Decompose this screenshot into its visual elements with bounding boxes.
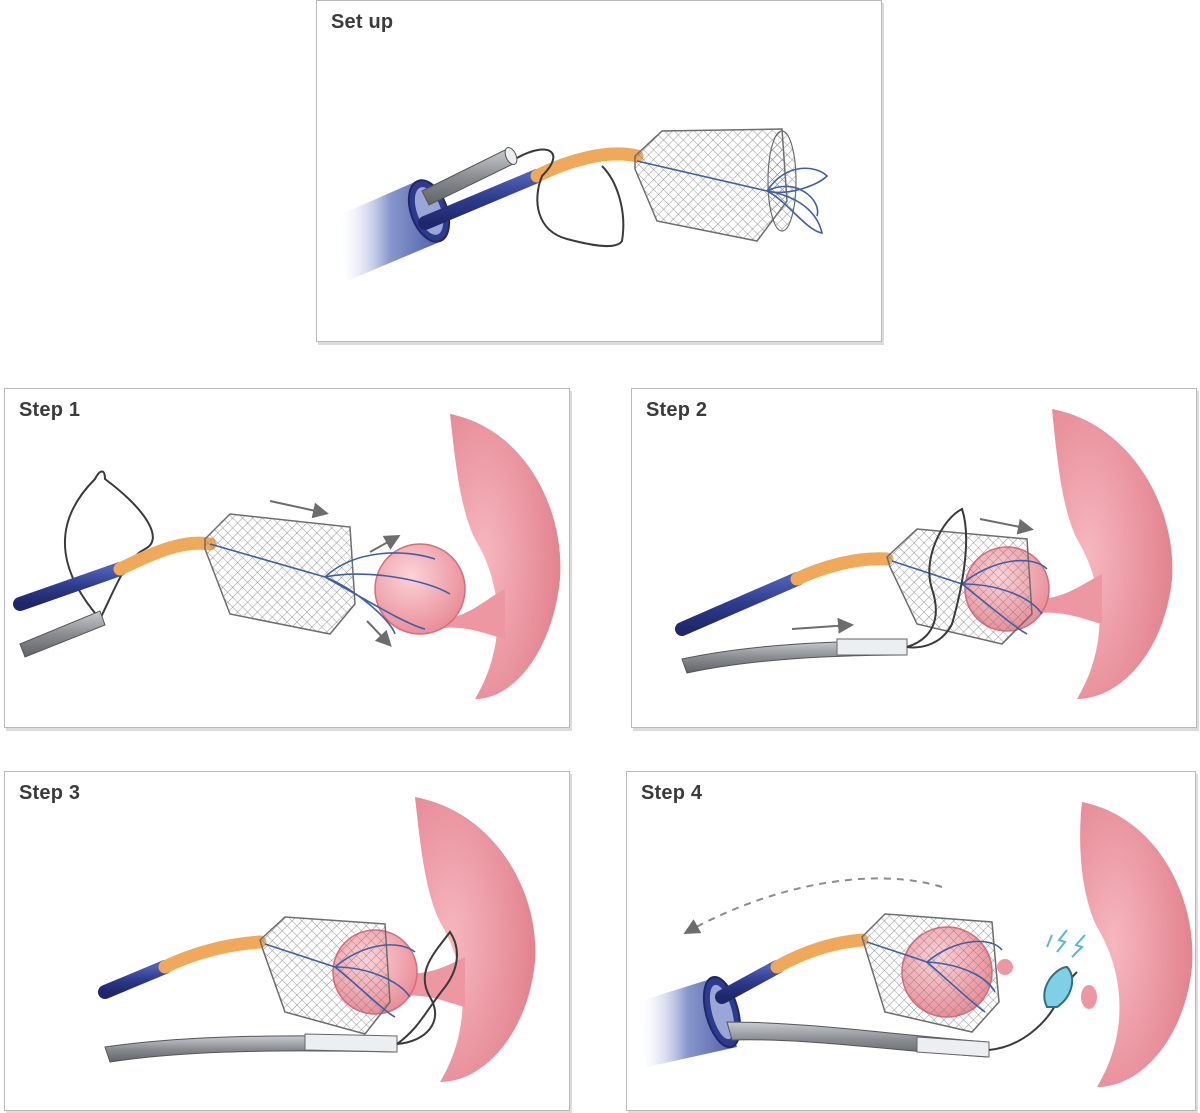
tissue-wall bbox=[415, 797, 536, 1082]
polyp bbox=[374, 543, 466, 635]
polyp-stalk bbox=[400, 957, 465, 1007]
spark-icon bbox=[1046, 929, 1086, 958]
panel-title: Step 4 bbox=[641, 782, 703, 804]
mesh-stent bbox=[886, 528, 1033, 645]
polyp-stalk bbox=[435, 589, 505, 639]
mesh-stent bbox=[861, 913, 1000, 1033]
step1-illustration bbox=[13, 414, 561, 699]
basket-wires bbox=[891, 559, 1048, 635]
basket-wires bbox=[866, 940, 1003, 1013]
direction-arrow-icon bbox=[791, 617, 854, 634]
panel-title: Step 1 bbox=[19, 399, 81, 421]
mesh-stent bbox=[634, 128, 788, 242]
panel-title: Step 3 bbox=[19, 782, 81, 804]
snare-wire bbox=[906, 507, 968, 649]
blue-catheter bbox=[13, 562, 127, 611]
direction-arrow-icon bbox=[366, 620, 392, 647]
blue-catheter bbox=[98, 960, 172, 999]
setup-illustration bbox=[337, 128, 829, 281]
mesh-stent bbox=[259, 916, 391, 1035]
orange-segment bbox=[530, 147, 644, 183]
direction-arrow-icon bbox=[683, 877, 943, 934]
tissue-wall bbox=[1080, 802, 1193, 1087]
polyp-stalk bbox=[1032, 574, 1102, 624]
grey-tube bbox=[19, 610, 106, 658]
direction-arrow-icon bbox=[269, 500, 329, 519]
basket-wires bbox=[209, 543, 451, 635]
orange-segment bbox=[790, 552, 894, 586]
step3-illustration bbox=[98, 797, 536, 1082]
blue-catheter bbox=[418, 169, 544, 230]
tissue-wall bbox=[450, 414, 561, 699]
step4-illustration bbox=[637, 802, 1193, 1087]
snare-wire bbox=[63, 470, 154, 620]
stalk-stump bbox=[1081, 985, 1097, 1009]
panel-title: Set up bbox=[331, 11, 394, 33]
orange-segment bbox=[770, 933, 869, 974]
panel-setup: Set up bbox=[316, 0, 882, 342]
orange-segment bbox=[113, 536, 217, 576]
direction-arrow-icon bbox=[369, 535, 401, 553]
tissue-wall bbox=[1052, 409, 1173, 699]
basket-wires bbox=[264, 943, 416, 1018]
blue-catheter bbox=[675, 572, 804, 636]
snare-wire bbox=[396, 930, 458, 1045]
snare-wire bbox=[516, 148, 625, 247]
panel-title: Step 2 bbox=[646, 399, 708, 421]
orange-segment bbox=[158, 935, 267, 974]
mesh-stent bbox=[204, 513, 356, 635]
direction-arrow-icon bbox=[979, 518, 1034, 535]
panel-step2: Step 2 bbox=[631, 388, 1197, 728]
blue-catheter bbox=[715, 960, 784, 1004]
snare-loop bbox=[1043, 965, 1074, 1008]
panel-step1: Step 1 bbox=[4, 388, 570, 728]
basket-wires bbox=[636, 160, 829, 234]
step2-illustration bbox=[675, 409, 1173, 699]
panel-step4: Step 4 bbox=[626, 771, 1196, 1111]
panel-step3: Step 3 bbox=[4, 771, 570, 1111]
